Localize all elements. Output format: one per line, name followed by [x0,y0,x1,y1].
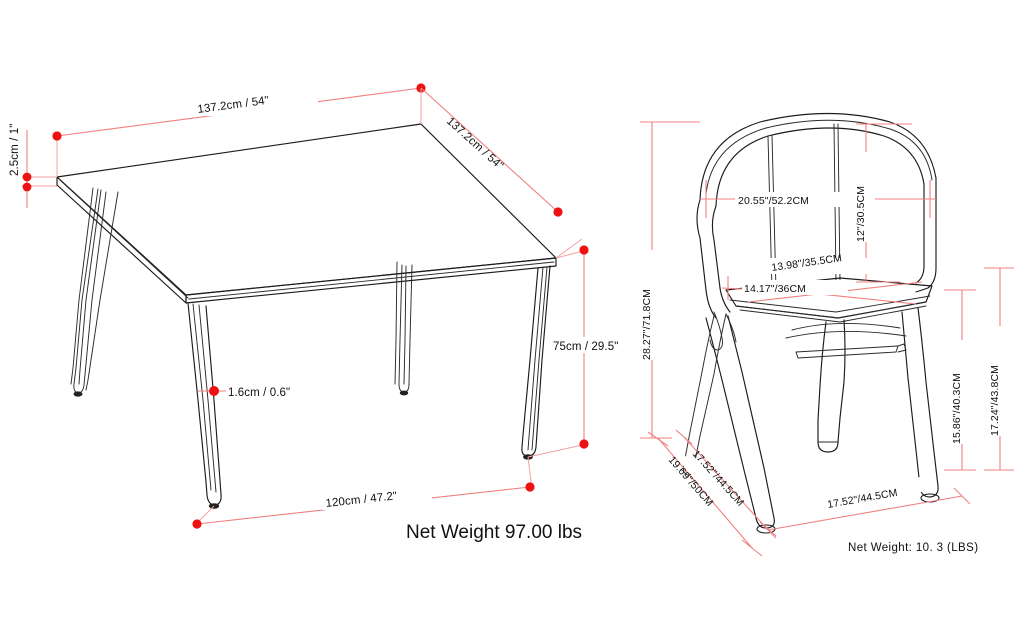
dim-dot [553,207,563,217]
dim-dot [579,439,589,449]
chair-under-seat-arch-top [791,322,901,331]
table-edge-bevel-left [59,179,189,299]
dim-dot [22,172,32,182]
dim-dot [192,519,202,529]
dim-dot [525,482,535,492]
table-leg-back-left [70,187,119,397]
chair-back-top-rim [705,119,933,195]
table-leg-back-right [394,261,413,396]
chair-leg-back-left-a [683,315,715,465]
dim-label-table-top-thickness: 2.5cm / 1" [9,124,21,176]
dim-table-leg-span: 120cm / 47.2" [192,456,535,529]
dim-label-chair-seat-width: 14.17"/36CM [744,283,806,295]
dim-table-top-thickness: 2.5cm / 1" [9,124,57,208]
table-top-front-edge [185,257,557,304]
dim-label-chair-seat-height: 15.86"/40.3CM [951,373,963,444]
dim-label-table-height: 75cm / 29.5" [553,341,618,353]
chair-seat-apron [739,305,927,323]
dim-chair-seat-height: 15.86"/40.3CM [944,289,976,471]
chair-seat-edge [735,301,927,319]
dim-chair-seat-width: 14.17"/36CM [721,276,848,300]
dim-label-chair-arm-height: 17.24"/43.8CM [989,365,1001,436]
chair-arm-bracket-left-2 [725,313,737,343]
dim-table-height: 75cm / 29.5" [527,245,639,458]
dim-label-table-leg-thickness: 1.6cm / 0.6" [228,387,290,399]
table-net-weight-label: Net Weight 97.00 lbs [406,522,582,543]
dim-chair-back-width: 20.55"/52.2CM [700,180,936,218]
dim-chair-arm-height: 17.24"/43.8CM [984,267,1014,471]
chair-stretcher-bar-edge [795,345,899,359]
dim-label-chair-back-width: 20.55"/52.2CM [738,195,809,207]
chair-arm-bracket-left [709,311,723,351]
dim-dot [579,245,589,255]
dim-dot [22,182,32,192]
dim-label-chair-overall-height: 28.27"/71.8CM [641,289,653,360]
chair-stretcher-end [897,343,907,353]
table-edge-bevel-front [188,261,555,300]
dim-chair-back-height: 12"/30.5CM [855,123,912,283]
chair-arm-left-outer [696,199,717,319]
dim-dot [52,131,62,141]
dim-table-leg-thickness: 1.6cm / 0.6" [198,386,290,399]
chair-under-seat-arch [785,331,907,339]
chair-stretcher-bar [795,345,899,353]
chair-net-weight-label: Net Weight: 10. 3 (LBS) [848,542,978,554]
chair-back-inner [715,127,925,284]
table-dimensions: 137.2cm / 54" 137.2cm / 54" 2.5cm / 1" [9,83,639,529]
dim-dot [209,386,219,396]
dim-label-chair-back-height: 12"/30.5CM [855,186,867,242]
dim-chair-overall-height: 28.27"/71.8CM [640,121,700,439]
chair-arm-left-inner [711,205,731,313]
chair-back-outer [699,112,937,293]
chair-leg-back-right [817,319,846,453]
table-illustration [56,123,557,509]
chair-dimensions: 28.27"/71.8CM 20.55"/52.2CM 12"/30.5CM 1… [640,121,1014,557]
chair-seat-bevel [729,295,931,313]
